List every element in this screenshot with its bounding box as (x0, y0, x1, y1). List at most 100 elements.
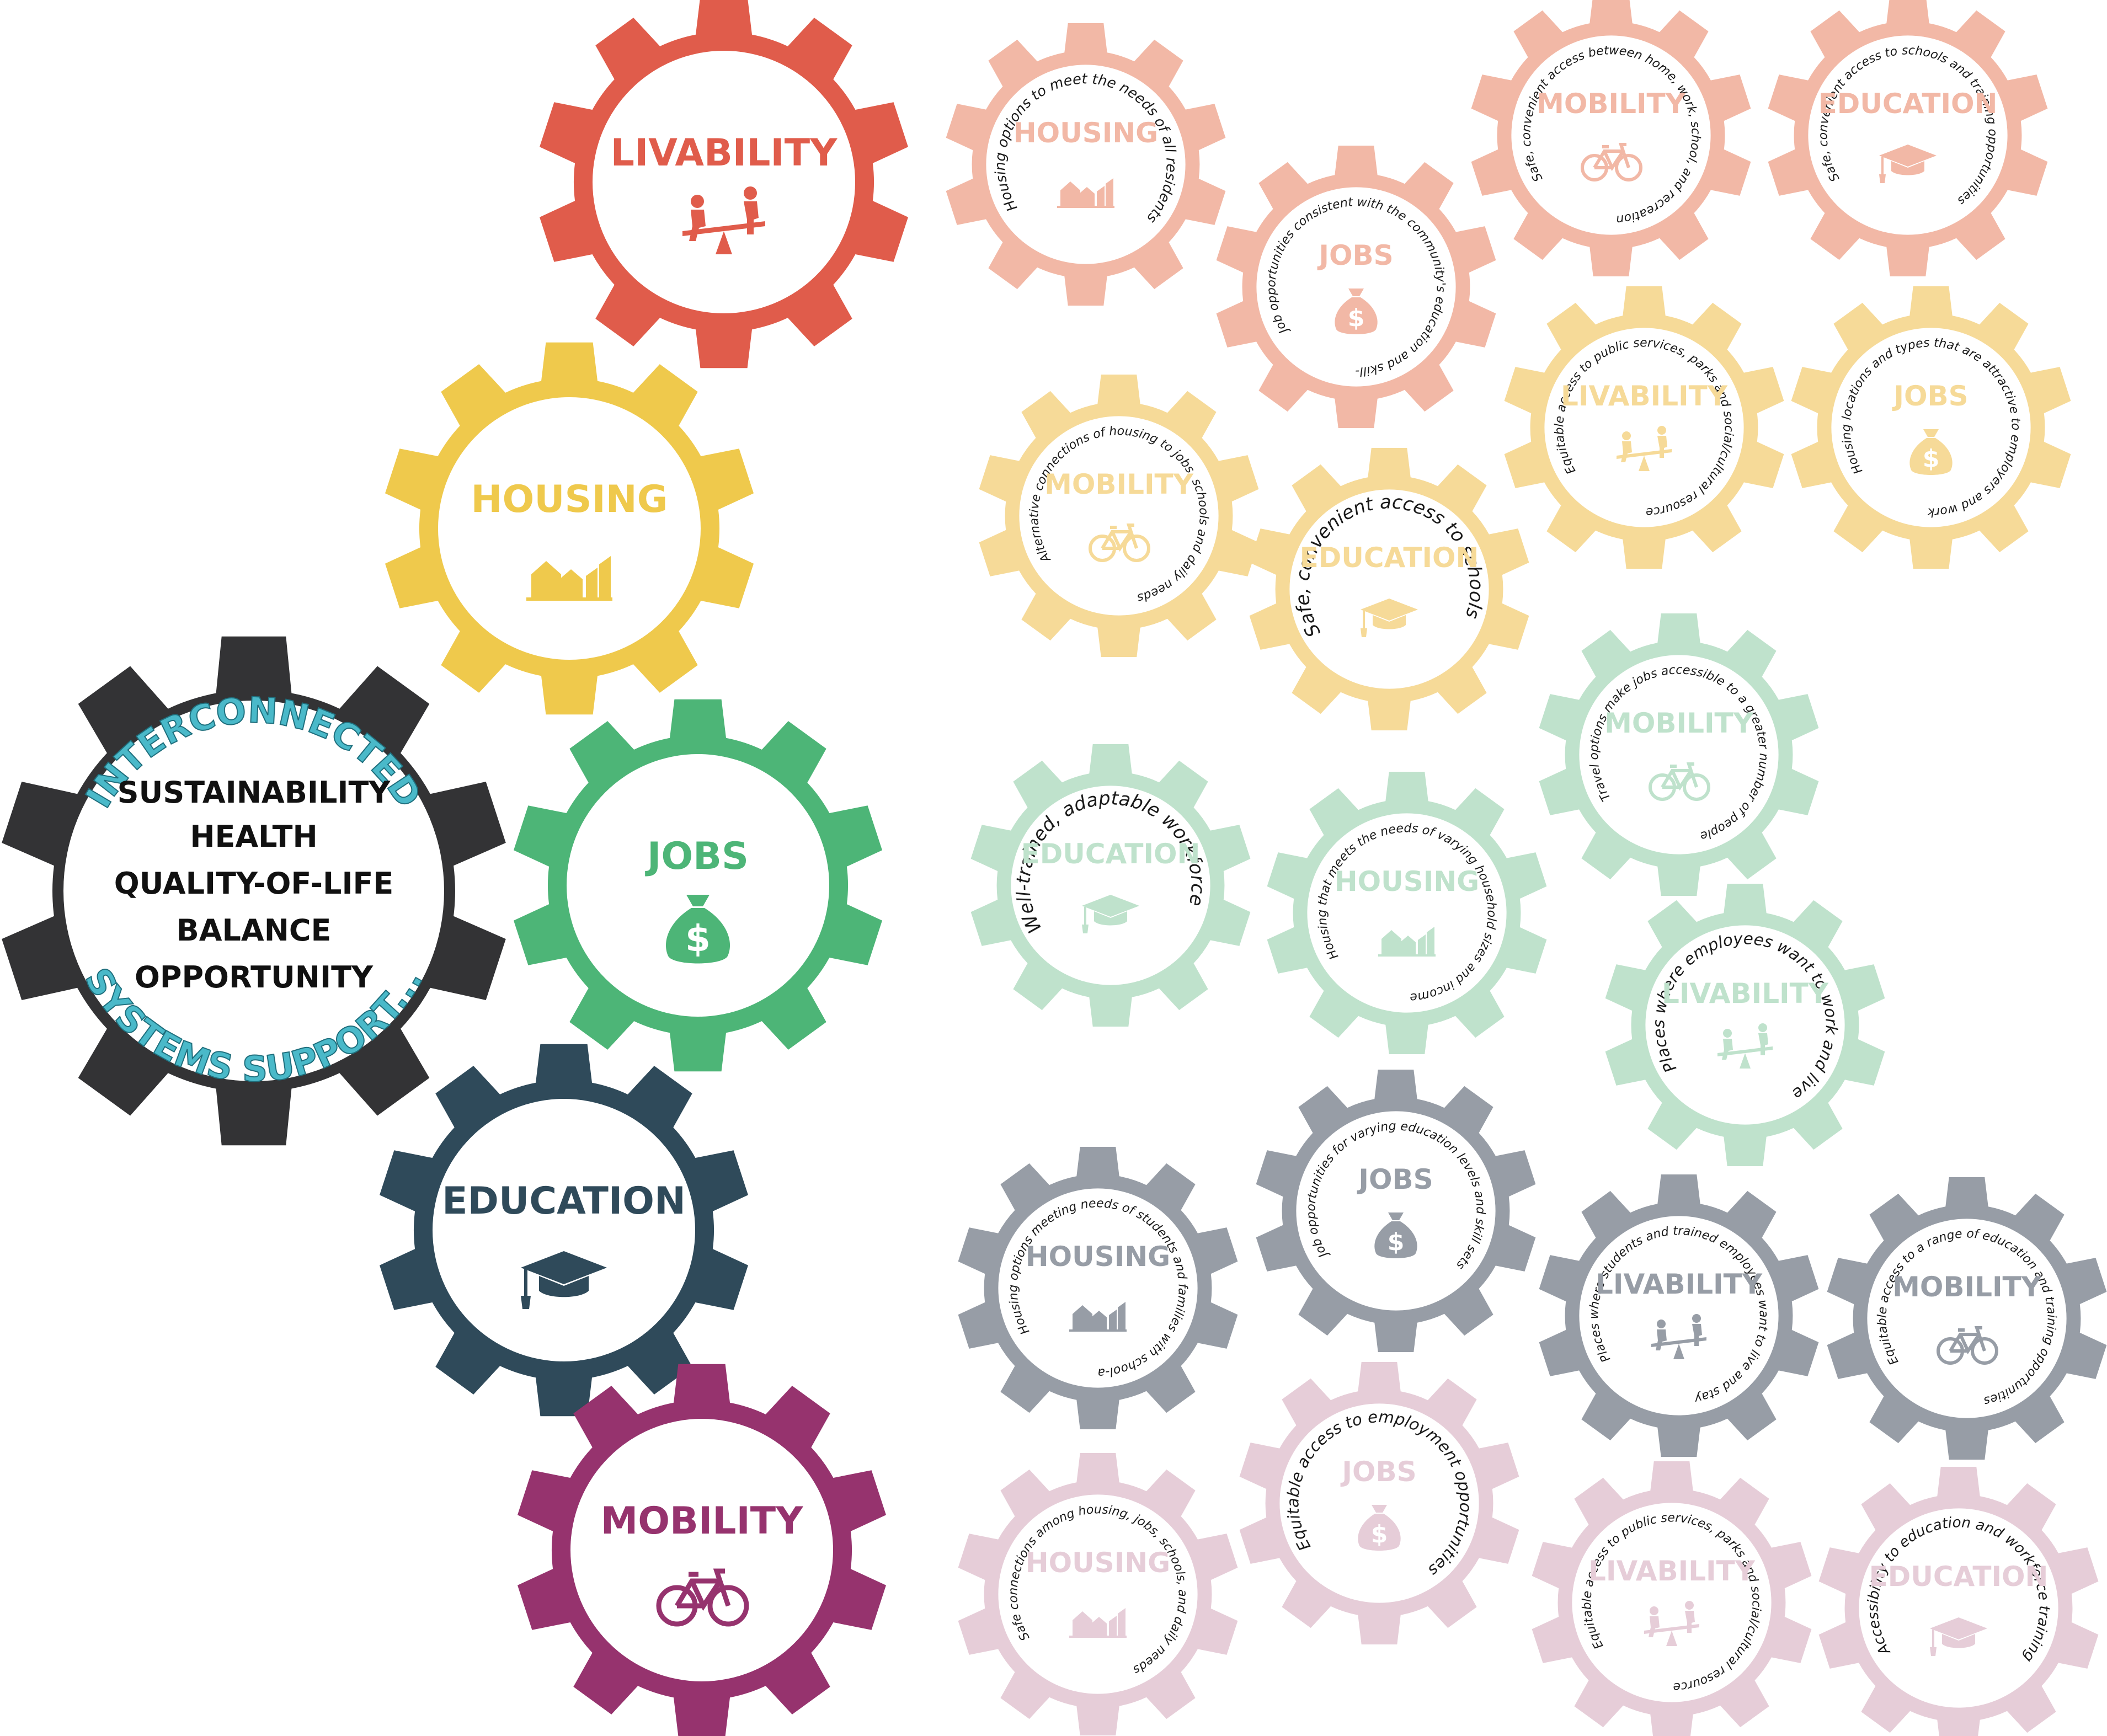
relationship-gear-livability-housing: Housing options to meet the needs of all… (946, 23, 1226, 306)
relationship-gear-jobs-mobility: Travel options make jobs accessible to a… (1539, 613, 1819, 896)
bicycle-icon (1581, 143, 1642, 181)
relationship-gear-hole (1867, 1219, 2067, 1418)
seesaw-icon (1617, 426, 1672, 471)
relationship-gear-title: HOUSING (1026, 1547, 1170, 1579)
money-bag-icon: $ (665, 895, 730, 964)
relationship-gear-title: JOBS (1357, 1163, 1433, 1195)
bicycle-icon (1937, 1326, 1998, 1365)
svg-text:$: $ (1388, 1228, 1405, 1256)
relationship-gear-housing-education: Safe, convenient access to schoolsEDUCAT… (1249, 448, 1529, 730)
main-gear-livability-hole (593, 51, 855, 313)
houses-icon (1057, 178, 1114, 208)
relationship-gear-title: JOBS (1340, 1456, 1416, 1488)
main-gear-title: EDUCATION (442, 1179, 686, 1223)
relationship-gear-hole (1511, 35, 1711, 235)
relationship-gear-title: HOUSING (1026, 1241, 1170, 1273)
relationship-gear-mobility-housing: Safe connections among housing, jobs, sc… (958, 1453, 1238, 1735)
seesaw-icon (1717, 1023, 1773, 1069)
main-gear-title: JOBS (645, 835, 749, 878)
graduation-cap-icon (1930, 1617, 1987, 1656)
main-gear-housing: HOUSING (385, 342, 754, 715)
relationship-gear-hole (1296, 1111, 1496, 1311)
relationship-gear-title: LIVABILITY (1662, 977, 1829, 1009)
main-gear-education: EDUCATION (380, 1044, 748, 1417)
svg-text:$: $ (685, 917, 711, 960)
houses-icon (526, 556, 612, 601)
main-gear-title: LIVABILITY (611, 131, 838, 175)
relationship-gear-title: MOBILITY (1604, 707, 1754, 739)
houses-icon (1069, 1608, 1127, 1638)
relationship-gear-hole (1831, 328, 2031, 527)
main-gear-jobs: JOBS $ (514, 699, 882, 1072)
svg-text:$: $ (1371, 1520, 1388, 1548)
seesaw-icon (1644, 1601, 1699, 1646)
relationship-gear-hole (1011, 786, 1210, 985)
graduation-cap-icon (1879, 145, 1937, 183)
relationship-gear-jobs-livability: Places where employees want to work and … (1605, 884, 1885, 1166)
relationship-gear-hole (1579, 655, 1779, 854)
relationship-gear-hole (1279, 1403, 1479, 1603)
money-bag-icon: $ (1335, 289, 1378, 334)
relationship-gear-hole (1307, 813, 1507, 1013)
relationship-gear-title: LIVABILITY (1561, 380, 1728, 412)
relationship-gear-title: HOUSING (1335, 866, 1479, 898)
relationship-gear-title: MOBILITY (1044, 468, 1194, 500)
houses-icon (1378, 927, 1436, 957)
relationship-gear-mobility-education: Accessibility to education and workforce… (1818, 1467, 2099, 1736)
relationship-gear-title: EDUCATION (1818, 88, 1998, 120)
relationship-gear-education-mobility: Equitable access to a range of education… (1827, 1177, 2107, 1460)
main-gear-mobility: MOBILITY (518, 1364, 886, 1736)
relationship-gear-title: HOUSING (1014, 117, 1158, 149)
money-bag-icon: $ (1909, 429, 1953, 475)
relationship-gear-title: JOBS (1317, 239, 1393, 271)
main-gear-livability: LIVABILITY (540, 0, 908, 368)
relationship-gear-hole (1289, 489, 1489, 689)
relationship-gear-hole (998, 1494, 1198, 1694)
relationship-gear-title: MOBILITY (1892, 1271, 2042, 1303)
relationship-gear-title: LIVABILITY (1596, 1268, 1763, 1300)
hub-item-balance: BALANCE (177, 913, 332, 948)
relationship-gear-hole (1645, 925, 1845, 1125)
relationship-gear-hole (1859, 1508, 2058, 1708)
relationship-gear-livability-education: Safe, convenient access to schools and t… (1768, 0, 2048, 276)
relationship-gear-hole (1579, 1216, 1779, 1415)
relationship-gear-title: MOBILITY (1537, 88, 1686, 120)
relationship-gear-education-livability: Places where students and trained employ… (1539, 1174, 1819, 1457)
hub-item-sustainability: SUSTAINABILITY (118, 775, 391, 810)
relationship-gear-title: EDUCATION (1300, 542, 1479, 574)
graduation-cap-icon (521, 1251, 607, 1309)
hub-gear-group: INTERCONNECTED SYSTEMS SUPPORT... SUSTAI… (2, 636, 506, 1146)
money-bag-icon: $ (1358, 1505, 1401, 1551)
relationship-gear-title: EDUCATION (1869, 1561, 2049, 1593)
graduation-cap-icon (1361, 599, 1418, 637)
hub-gear-hole (63, 701, 444, 1081)
relationship-gear-hole (1808, 35, 2008, 235)
relationship-gear-hole (1019, 416, 1219, 616)
relationship-gear-housing-mobility: Alternative connections of housing to jo… (979, 375, 1259, 657)
relationship-gear-hole (1572, 1503, 1772, 1702)
main-gear-housing-hole (438, 397, 701, 660)
seesaw-icon (682, 186, 765, 254)
houses-icon (1069, 1302, 1127, 1332)
bicycle-icon (1649, 762, 1710, 801)
bicycle-icon (1089, 524, 1150, 562)
graduation-cap-icon (1082, 895, 1139, 933)
relationship-gear-title: EDUCATION (1021, 838, 1201, 870)
hub-item-health: HEALTH (190, 819, 317, 854)
bicycle-icon (656, 1568, 749, 1627)
main-gear-title: MOBILITY (601, 1499, 804, 1543)
seesaw-icon (1651, 1314, 1706, 1359)
relationship-gear-jobs-education: Well-trained, adaptable workforceEDUCATI… (970, 744, 1251, 1027)
main-gear-mobility-hole (570, 1419, 833, 1681)
relationship-gear-hole (1544, 328, 1744, 527)
main-gears: LIVABILITY HOUSING JOBS $ EDUCATION MOBILITY (380, 0, 908, 1736)
svg-text:$: $ (1923, 445, 1940, 473)
hub-item-quality-of-life: QUALITY-OF-LIFE (114, 866, 394, 901)
main-gear-jobs-hole (567, 754, 829, 1017)
hub-item-opportunity: OPPORTUNITY (135, 960, 374, 995)
main-gear-title: HOUSING (471, 478, 668, 521)
relationship-gear-hole (998, 1188, 1198, 1388)
money-bag-icon: $ (1374, 1212, 1417, 1258)
relationship-gear-title: JOBS (1892, 380, 1968, 412)
